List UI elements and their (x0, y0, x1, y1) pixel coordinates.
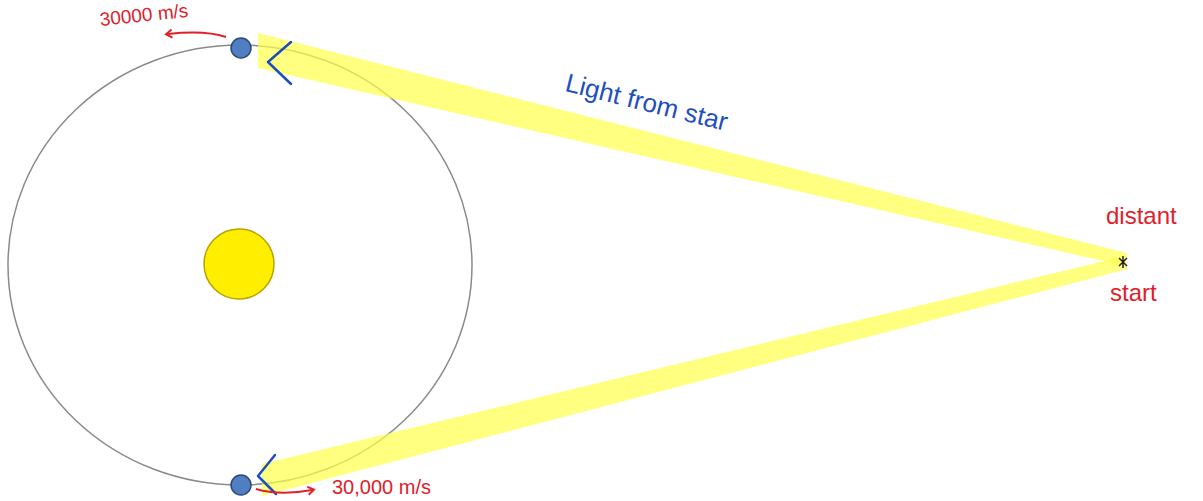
velocity-arrow (168, 33, 226, 37)
earth (231, 475, 251, 495)
sun (204, 229, 274, 299)
star-label: distant (1106, 203, 1177, 229)
earth (231, 38, 251, 58)
velocity-label: 30,000 m/s (332, 476, 431, 498)
star (1119, 256, 1127, 268)
light-arrowhead (258, 455, 276, 494)
star-label: start (1110, 280, 1157, 306)
velocity-arrow (256, 489, 312, 493)
light-beam (262, 256, 1127, 496)
orbit-path (8, 45, 472, 485)
light-beam (258, 33, 1127, 266)
light-arrowhead (268, 42, 291, 84)
velocity-label: 30000 m/s (99, 1, 189, 31)
